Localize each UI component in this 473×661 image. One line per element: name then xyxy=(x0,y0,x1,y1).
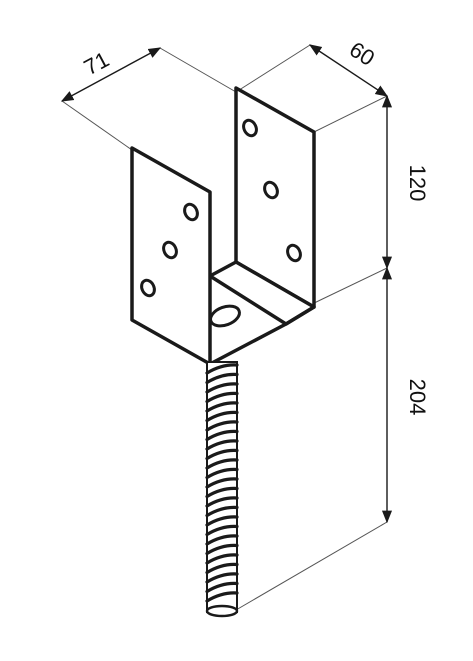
thread-turn xyxy=(205,401,239,413)
back-plate-holes xyxy=(242,118,302,263)
thread-turn xyxy=(205,363,239,375)
base-hole-icon xyxy=(209,304,241,328)
dim-label-120: 120 xyxy=(405,165,430,202)
thread-turn xyxy=(205,439,239,451)
thread-turn xyxy=(205,391,239,404)
thread-turn xyxy=(205,486,239,499)
hole-icon xyxy=(242,118,258,138)
thread-turn xyxy=(205,543,239,556)
threaded-rod xyxy=(205,361,239,618)
hole-icon xyxy=(286,243,302,263)
thread-turn xyxy=(205,515,239,527)
rod-end xyxy=(205,604,239,618)
hole-icon xyxy=(263,180,279,200)
thread-turn xyxy=(205,581,239,594)
base-edge xyxy=(209,305,315,366)
hole-icon xyxy=(183,202,199,222)
thread-turn xyxy=(205,467,239,480)
thread-turn xyxy=(205,429,239,442)
front-plate-holes xyxy=(140,202,199,298)
thread-turn xyxy=(205,496,239,508)
thread-turn xyxy=(205,382,239,394)
thread-turn xyxy=(205,505,239,518)
thread-turn xyxy=(205,410,239,423)
thread-turn xyxy=(205,477,239,489)
dimension-lines xyxy=(60,44,393,524)
thread-turn xyxy=(205,591,239,603)
dim-label-204: 204 xyxy=(405,379,430,416)
dim-line-71 xyxy=(60,47,162,102)
extension-lines xyxy=(61,44,388,611)
rod-threads xyxy=(205,363,239,603)
thread-turn xyxy=(205,372,239,385)
thread-turn xyxy=(205,553,239,565)
thread-turn xyxy=(205,534,239,546)
thread-turn xyxy=(205,448,239,461)
dim-label-60: 60 xyxy=(345,37,379,71)
thread-turn xyxy=(205,458,239,470)
thread-turn xyxy=(205,420,239,432)
thread-turn xyxy=(205,562,239,575)
hole-icon xyxy=(140,278,156,298)
hole-icon xyxy=(162,240,178,260)
thread-turn xyxy=(205,572,239,584)
dim-line-60 xyxy=(308,44,389,97)
dim-label-71: 71 xyxy=(80,47,113,81)
thread-turn xyxy=(205,524,239,537)
